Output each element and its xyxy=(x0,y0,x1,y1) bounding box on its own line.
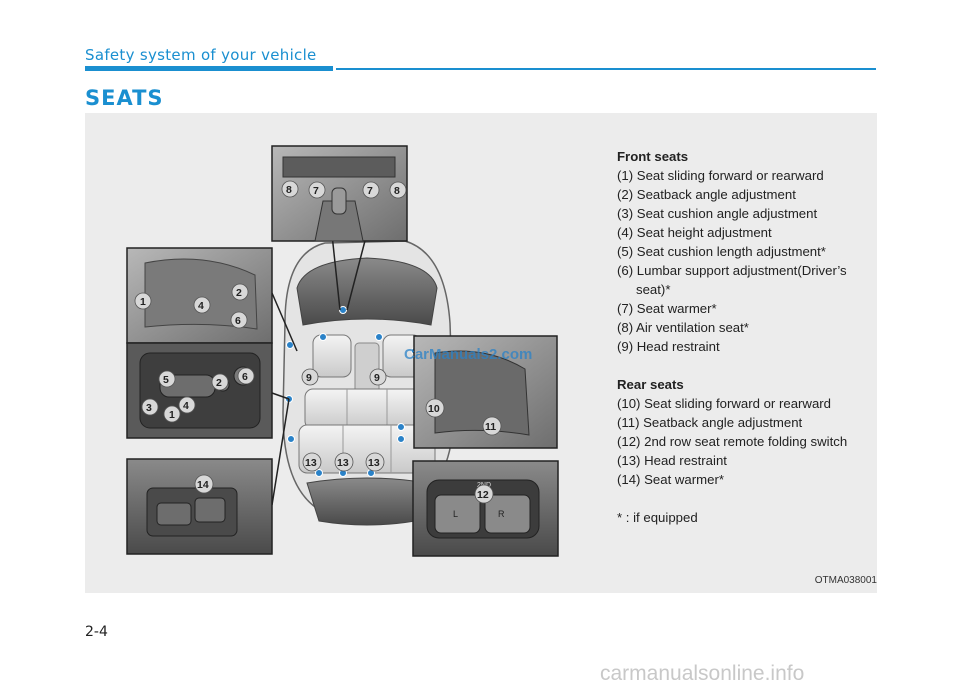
svg-text:13: 13 xyxy=(337,457,349,469)
callout-14: 14 xyxy=(194,474,214,494)
legend-item: (11) Seatback angle adjustment xyxy=(617,415,803,430)
svg-text:11: 11 xyxy=(485,421,496,433)
callout-4-switch: 4 xyxy=(178,396,196,414)
callout-13-mid: 13 xyxy=(334,452,354,472)
seat-diagram: L R 2ND 8 7 7 8 1 4 2 6 5 2 6 3 4 1 9 9 … xyxy=(126,145,559,557)
svg-text:8: 8 xyxy=(394,185,400,197)
svg-text:12: 12 xyxy=(477,489,489,501)
svg-text:7: 7 xyxy=(313,185,319,197)
callout-2-side: 2 xyxy=(231,283,249,301)
svg-text:1: 1 xyxy=(169,409,175,421)
svg-text:6: 6 xyxy=(235,315,241,327)
callouts: 8 7 7 8 1 4 2 6 5 2 6 3 4 1 9 9 10 11 13… xyxy=(134,180,502,504)
legend-front-heading: Front seats xyxy=(617,149,689,164)
figure-panel: L R 2ND 8 7 7 8 1 4 2 6 5 2 6 3 4 1 9 9 … xyxy=(85,113,877,593)
header-rule-thin xyxy=(336,68,876,70)
legend-item: (10) Seat sliding forward or rearward xyxy=(617,396,832,411)
svg-text:5: 5 xyxy=(163,374,169,386)
footer-watermark: carmanualsonline.info xyxy=(600,662,805,685)
svg-text:13: 13 xyxy=(368,457,380,469)
callout-6-switch: 6 xyxy=(237,367,255,385)
legend-item: (4) Seat height adjustment xyxy=(617,225,772,240)
callout-2-switch: 2 xyxy=(211,373,229,391)
callout-13-left: 13 xyxy=(302,452,322,472)
legend-item: (12) 2nd row seat remote folding switch xyxy=(617,434,848,449)
svg-text:8: 8 xyxy=(286,184,292,196)
callout-5-switch: 5 xyxy=(158,370,176,388)
callout-12: 12 xyxy=(474,484,494,504)
inset-seat-side xyxy=(126,247,298,352)
callout-11: 11 xyxy=(482,416,502,436)
callout-1-side: 1 xyxy=(134,292,152,310)
svg-text:14: 14 xyxy=(197,479,209,491)
svg-text:9: 9 xyxy=(374,372,380,384)
svg-text:4: 4 xyxy=(198,300,204,312)
inset-folding-switch: L R 2ND xyxy=(412,460,559,557)
figure-code: OTMA038001 xyxy=(814,575,877,586)
page-heading: SEATS xyxy=(85,86,164,110)
svg-text:9: 9 xyxy=(306,372,312,384)
callout-4-side: 4 xyxy=(193,296,211,314)
callout-7-left: 7 xyxy=(308,181,326,199)
legend: Front seats (1) Seat sliding forward or … xyxy=(617,147,872,527)
inset-rear-warmer-switch xyxy=(126,398,290,555)
callout-10: 10 xyxy=(425,398,445,418)
svg-text:3: 3 xyxy=(146,402,152,414)
svg-text:4: 4 xyxy=(183,400,189,412)
page-number: 2-4 xyxy=(85,624,108,640)
section-title: Safety system of your vehicle xyxy=(85,46,317,64)
callout-7-right: 7 xyxy=(362,181,380,199)
legend-item: (8) Air ventilation seat* xyxy=(617,320,749,335)
legend-item: (9) Head restraint xyxy=(617,339,720,354)
callout-9-right: 9 xyxy=(369,368,387,386)
callout-6-side: 6 xyxy=(230,311,248,329)
legend-item: (14) Seat warmer* xyxy=(617,472,725,487)
svg-text:7: 7 xyxy=(367,185,373,197)
svg-text:1: 1 xyxy=(140,296,146,308)
legend-rear-heading: Rear seats xyxy=(617,377,684,392)
legend-item: (6) Lumbar support adjustment(Driver’s s… xyxy=(617,263,847,297)
svg-text:2: 2 xyxy=(236,287,242,299)
callout-8-left: 8 xyxy=(281,180,299,198)
watermark: CarManuals2.com xyxy=(404,346,533,363)
svg-text:13: 13 xyxy=(305,457,317,469)
svg-text:10: 10 xyxy=(428,403,440,415)
callout-9-left: 9 xyxy=(301,368,319,386)
legend-item: (3) Seat cushion angle adjustment xyxy=(617,206,818,221)
callout-3-switch: 3 xyxy=(141,398,159,416)
legend-item: (7) Seat warmer* xyxy=(617,301,717,316)
svg-text:2: 2 xyxy=(216,377,222,389)
legend-item: (5) Seat cushion length adjustment* xyxy=(617,244,826,259)
switch-label-right: R xyxy=(498,509,505,519)
header-rule-thick xyxy=(85,66,333,71)
callout-13-right: 13 xyxy=(365,452,385,472)
callout-1-switch: 1 xyxy=(163,405,181,423)
inset-seat-switches xyxy=(126,342,290,439)
switch-label-left: L xyxy=(453,509,458,519)
legend-item: (13) Head restraint xyxy=(617,453,727,468)
callout-8-right: 8 xyxy=(389,181,407,199)
legend-item: (2) Seatback angle adjustment xyxy=(617,187,796,202)
legend-footnote: * : if equipped xyxy=(617,510,698,525)
legend-item: (1) Seat sliding forward or rearward xyxy=(617,168,824,183)
svg-text:6: 6 xyxy=(242,371,248,383)
